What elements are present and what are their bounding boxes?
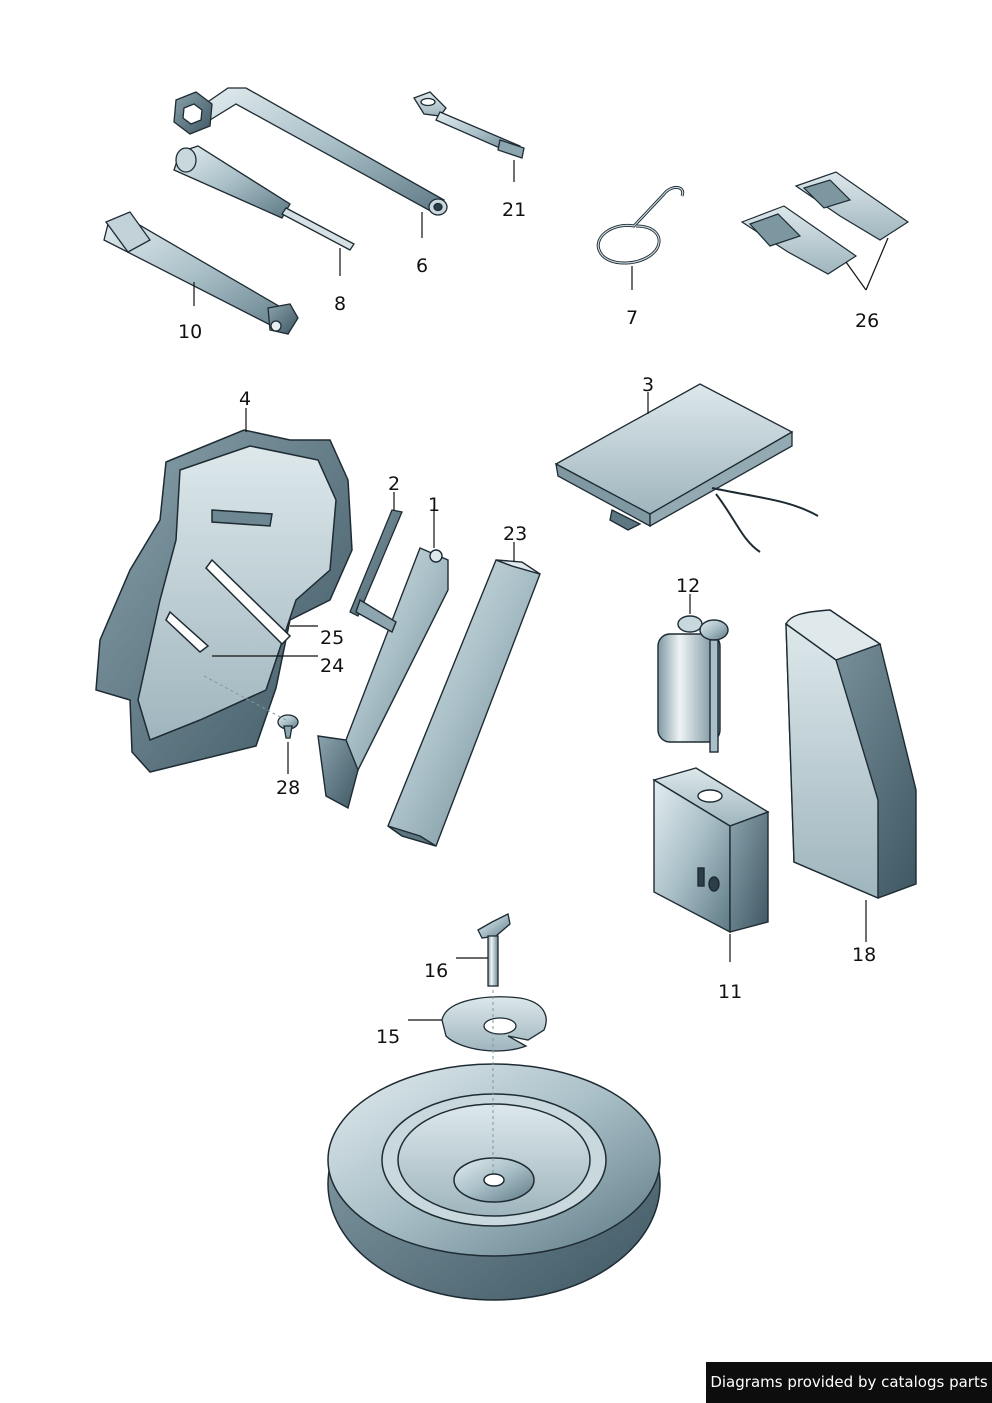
compressor-box-part xyxy=(652,767,770,934)
callout-24: 24 xyxy=(320,655,344,677)
callout-3: 3 xyxy=(642,374,654,396)
towing-eye-bolt-part xyxy=(413,91,525,159)
callout-25: 25 xyxy=(320,627,344,649)
jack-handle-part xyxy=(349,509,403,617)
callout-10: 10 xyxy=(178,321,202,343)
callout-28: 28 xyxy=(276,777,300,799)
tool-bag-part xyxy=(554,383,819,553)
wing-bolt-part xyxy=(477,913,511,987)
callout-21: 21 xyxy=(502,199,526,221)
sealant-bottle-part xyxy=(657,615,729,753)
callout-26: 26 xyxy=(855,310,879,332)
callout-2: 2 xyxy=(388,473,400,495)
tow-eye-tool-part xyxy=(103,211,299,335)
warning-plates-part xyxy=(740,171,910,275)
car-jack-part xyxy=(317,547,449,810)
credit-banner: Diagrams provided by catalogs parts xyxy=(706,1362,992,1403)
washer-part xyxy=(441,996,547,1052)
callout-12: 12 xyxy=(676,575,700,597)
callout-23: 23 xyxy=(503,523,527,545)
callout-1: 1 xyxy=(428,494,440,516)
spare-wheel-part xyxy=(327,1063,661,1301)
callout-16: 16 xyxy=(424,960,448,982)
callout-15: 15 xyxy=(376,1026,400,1048)
leader-lines xyxy=(193,160,889,1021)
callout-4: 4 xyxy=(239,388,251,410)
callout-labels: 21 6 8 10 7 26 3 4 2 1 23 25 24 28 12 18… xyxy=(178,199,879,1048)
foam-insert-part xyxy=(785,609,917,900)
clip-part xyxy=(277,714,299,739)
callout-7: 7 xyxy=(626,307,638,329)
wire-hook-part xyxy=(596,186,685,265)
callout-8: 8 xyxy=(334,293,346,315)
callout-18: 18 xyxy=(852,944,876,966)
callout-6: 6 xyxy=(416,255,428,277)
foam-block-part xyxy=(387,559,541,847)
foam-tray-part xyxy=(95,429,353,773)
wheel-wrench-part xyxy=(173,87,448,216)
callout-11: 11 xyxy=(718,981,742,1003)
screwdriver-part xyxy=(173,145,355,251)
